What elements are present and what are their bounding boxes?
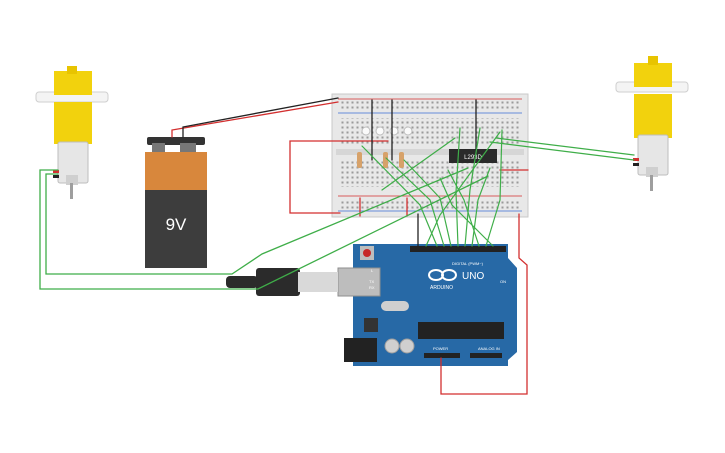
motor-driver-chip[interactable]: L293D (449, 149, 497, 163)
tx-label: TX (369, 279, 374, 284)
left-dc-motor[interactable] (35, 66, 109, 199)
digital-header-label: DIGITAL (PWM~) (452, 261, 484, 266)
reset-button-icon[interactable] (360, 246, 374, 260)
arduino-uno-board[interactable]: UNO ARDUINO DIGITAL (PWM~) ON TX RX L PO… (337, 244, 517, 366)
rx-label: RX (369, 285, 375, 290)
chip-label: L293D (464, 155, 482, 161)
battery-9v[interactable]: 9V (145, 137, 207, 268)
wires[interactable] (39, 97, 635, 395)
on-label: ON (500, 279, 506, 284)
led-group[interactable] (361, 126, 413, 136)
analog-header-label: ANALOG IN (478, 346, 500, 351)
l-label: L (371, 268, 374, 273)
battery-label: 9V (166, 215, 187, 234)
usb-plug-icon[interactable] (226, 268, 338, 296)
right-dc-motor[interactable] (615, 56, 689, 191)
arduino-logo-icon (428, 269, 457, 281)
power-header-label: POWER (433, 346, 448, 351)
arduino-model: UNO (462, 271, 484, 282)
resistor-group[interactable] (357, 152, 404, 168)
arduino-brand: ARDUINO (430, 285, 453, 291)
